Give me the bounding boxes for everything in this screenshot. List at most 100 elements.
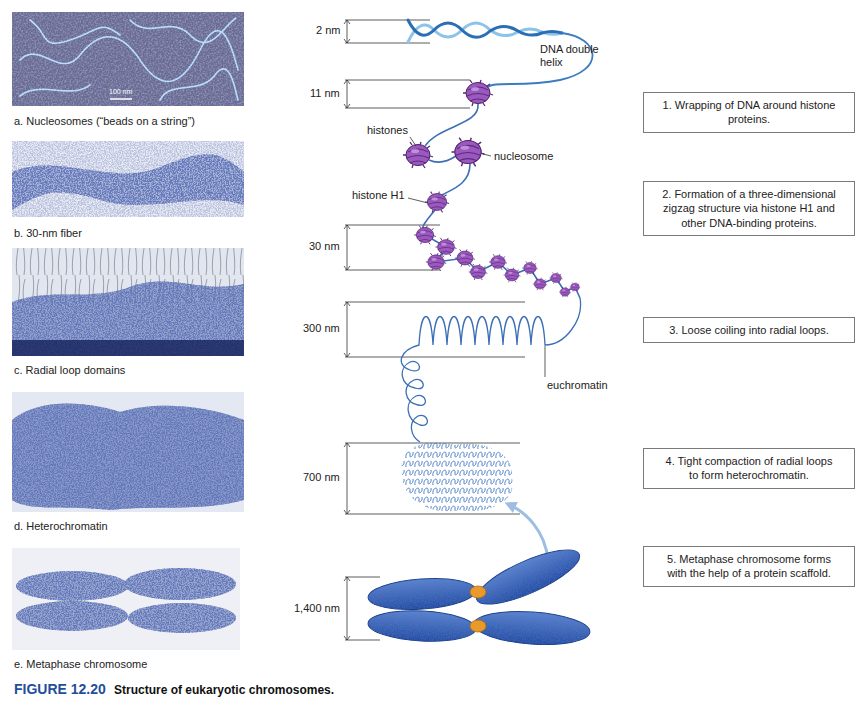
step-text: 1. Wrapping of DNA around histone protei… [660,98,838,127]
nucleosomes [426,253,446,271]
part-label: nucleosome [494,150,553,163]
chromosome-texture [367,608,476,644]
micrograph-radial-loops [12,340,244,356]
panel-caption: a. Nucleosomes (“beads on a string”) [14,115,195,128]
micrograph-nucleosomes [20,85,90,96]
micrograph-metaphase-chromosome [128,603,236,633]
micrograph-nucleosomes [130,18,236,43]
step-box: 5. Metaphase chromosome forms with the h… [643,546,855,587]
nucleosomes [452,138,485,167]
micrograph-metaphase-chromosome [16,568,236,633]
dna-helix [408,20,562,37]
nucleosomes [403,142,433,168]
micrograph-radial-loops [12,282,244,356]
micrograph-30nm-fiber [12,154,244,210]
dimension-label: 30 nm [309,240,340,253]
radial-loops [401,298,580,442]
figure-number: FIGURE 12.20 [14,681,106,698]
micrograph-30nm-fiber [12,154,244,210]
dna-linker [425,235,580,298]
nucleosomes [463,80,493,106]
micrograph-metaphase-chromosome [124,568,236,600]
part-label: histone H1 [352,189,405,202]
micrograph-metaphase-chromosome [16,571,128,601]
panel-caption: d. Heterochromatin [14,520,108,533]
dimension-label: 1,400 nm [294,602,340,615]
nucleosomes [504,268,521,283]
dna-linker [442,164,470,195]
dna-linker [429,156,456,162]
step-text: 4. Tight compaction of radial loops to f… [660,454,838,483]
nucleosomes [455,249,475,266]
step-text: 3. Loose coiling into radial loops. [660,323,838,337]
centromere [470,586,486,598]
heterochromatin-mass [402,442,513,511]
micrograph-nucleosomes [160,69,238,100]
metaphase-chromosome [470,540,585,615]
micrograph-heterochromatin [12,392,244,512]
panel-caption: e. Metaphase chromosome [14,658,147,671]
micrograph-nucleosomes [20,31,238,82]
part-label: histones [367,124,408,137]
dna-helix [486,33,593,88]
nucleosomes [469,264,488,280]
centromere [470,586,486,632]
step-text: 5. Metaphase chromosome forms with the h… [660,552,838,581]
zoom-arrow [510,505,548,560]
dimension-label: 300 nm [303,322,340,335]
step-box: 3. Loose coiling into radial loops. [643,317,855,343]
dimension-label: 700 nm [303,471,340,484]
nucleosomes [549,272,562,283]
chromosome-texture [470,540,585,615]
micrograph-radial-loops [12,248,244,356]
micrograph-30nm-fiber [12,141,244,217]
micrograph-metaphase-chromosome [16,571,128,601]
metaphase-chromosome [367,540,591,648]
micrograph-heterochromatin [12,404,244,510]
micrograph-heterochromatin [12,392,244,512]
nucleosomes [436,238,457,256]
micrograph-30nm-fiber [12,141,244,217]
micrograph-nucleosomes [12,12,244,106]
step-box: 1. Wrapping of DNA around histone protei… [643,92,855,133]
part-label: euchromatin [547,379,608,392]
centromere [470,620,486,632]
micrograph-nucleosomes [12,12,244,106]
micrograph-30nm-fiber [12,141,244,217]
part-label: DNA double helix [540,43,604,69]
step-box: 4. Tight compaction of radial loops to f… [643,448,855,489]
dimension-brackets [345,80,470,108]
nucleosomes [559,287,571,297]
nucleosomes [533,278,547,290]
dimension-label: 2 nm [316,24,340,37]
micrograph-nucleosomes [30,20,120,43]
nucleosomes [403,80,580,297]
micrograph-metaphase-chromosome [12,548,240,650]
dimension-brackets [344,20,350,640]
micrograph-nucleosomes [12,12,244,106]
micrograph-metaphase-chromosome [12,548,240,650]
dimension-label: 11 nm [310,87,340,100]
micrograph-metaphase-chromosome [16,601,128,631]
scale-bar-label: 100 nm [109,88,132,96]
dna-linker [423,104,580,298]
chromosome-texture [367,575,477,612]
nucleosomes [522,261,538,275]
micrograph-metaphase-chromosome [128,603,236,633]
figure-caption: Structure of eukaryotic chromosomes. [114,683,334,697]
micrograph-radial-loops [12,282,244,356]
chromosome-texture [473,608,591,648]
dimension-brackets [345,443,520,514]
metaphase-chromosome [367,608,476,644]
metaphase-chromosome [367,575,477,612]
panel-caption: b. 30-nm fiber [14,227,82,240]
micrograph-metaphase-chromosome [16,601,128,631]
step-box: 2. Formation of a three-dimensional zigz… [643,181,855,236]
micrograph-metaphase-chromosome [16,568,236,633]
leader-lines [410,137,416,146]
panel-caption: c. Radial loop domains [14,364,125,377]
micrograph-nucleosomes [110,98,132,100]
nucleosomes [414,226,436,245]
chromosome-texture [367,540,591,648]
